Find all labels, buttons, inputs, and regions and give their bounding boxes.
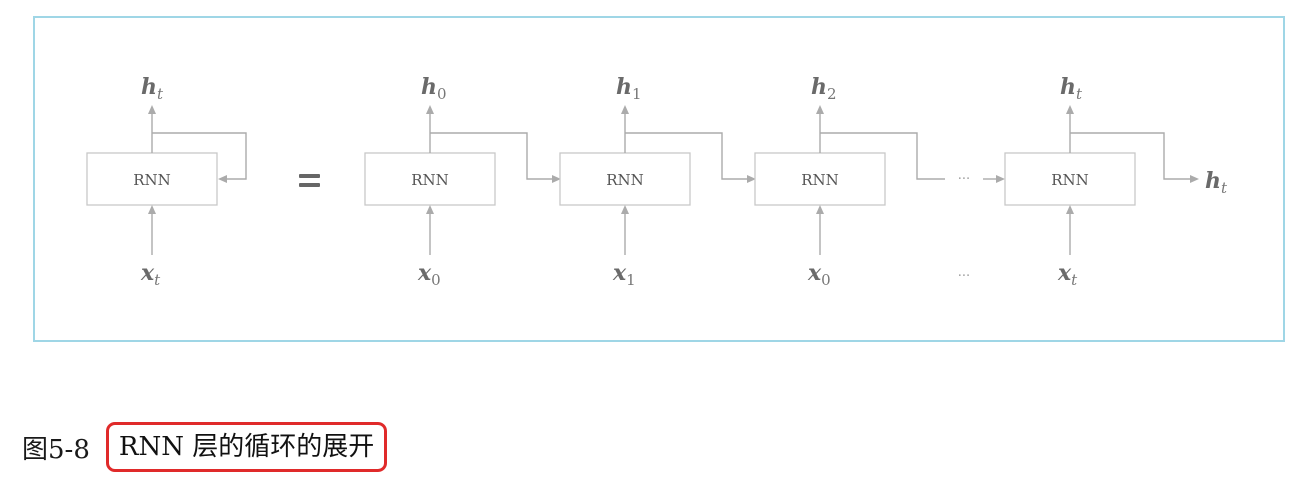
folded-rnn: RNN ht xt bbox=[86, 74, 247, 289]
rnn-box-label: RNN bbox=[606, 171, 644, 189]
rnn-box-label: RNN bbox=[411, 171, 449, 189]
hidden-state-wire-2-t: ··· bbox=[820, 132, 1005, 187]
folded-rnn-label: RNN bbox=[133, 171, 171, 189]
output-label: h1 bbox=[616, 74, 642, 103]
folded-recurrent-loop bbox=[152, 132, 247, 180]
rnn-box-label: RNN bbox=[801, 171, 839, 189]
ellipsis-input: ··· bbox=[958, 269, 970, 284]
figure-number: 图5-8 bbox=[22, 434, 90, 465]
folded-input-label: xt bbox=[140, 260, 161, 289]
ellipsis-wire: ··· bbox=[958, 172, 970, 187]
final-output-label: ht bbox=[1205, 168, 1228, 197]
figure-caption: 图5-8 RNN 层的循环的展开 bbox=[22, 420, 388, 474]
folded-input-arrowhead bbox=[148, 205, 156, 214]
equals-sign bbox=[299, 174, 320, 187]
rnn-box-label: RNN bbox=[1051, 171, 1089, 189]
output-label: h2 bbox=[811, 74, 837, 103]
rnn-box bbox=[754, 152, 886, 206]
final-state-wire: ht bbox=[1070, 132, 1228, 197]
rnn-box bbox=[1004, 152, 1136, 206]
unrolled-cell-1: RNN h1 x1 bbox=[559, 74, 691, 289]
unrolled-cell-0: RNN h0 x0 bbox=[364, 74, 496, 289]
diagram-frame bbox=[33, 16, 1285, 342]
output-label: ht bbox=[1060, 74, 1083, 103]
rnn-unrolled-diagram: RNN ht xt RNN h0 x0 bbox=[86, 74, 1228, 289]
unrolled-cell-t: RNN ht xt bbox=[1004, 74, 1136, 289]
folded-loop-arrowhead bbox=[218, 175, 227, 183]
input-label: x1 bbox=[612, 260, 636, 289]
unrolled-cell-2: RNN h2 x0 bbox=[754, 74, 886, 289]
input-label: xt bbox=[1057, 260, 1078, 289]
folded-output-label: ht bbox=[141, 74, 164, 103]
folded-output-arrowhead bbox=[148, 105, 156, 114]
hidden-state-wire-1-2 bbox=[625, 132, 756, 183]
rnn-box bbox=[559, 152, 691, 206]
output-label: h0 bbox=[421, 74, 447, 103]
hidden-state-wire-0-1 bbox=[430, 132, 561, 183]
figure-title: RNN 层的循环的展开 bbox=[105, 422, 388, 472]
input-label: x0 bbox=[807, 260, 831, 289]
input-label: x0 bbox=[417, 260, 441, 289]
